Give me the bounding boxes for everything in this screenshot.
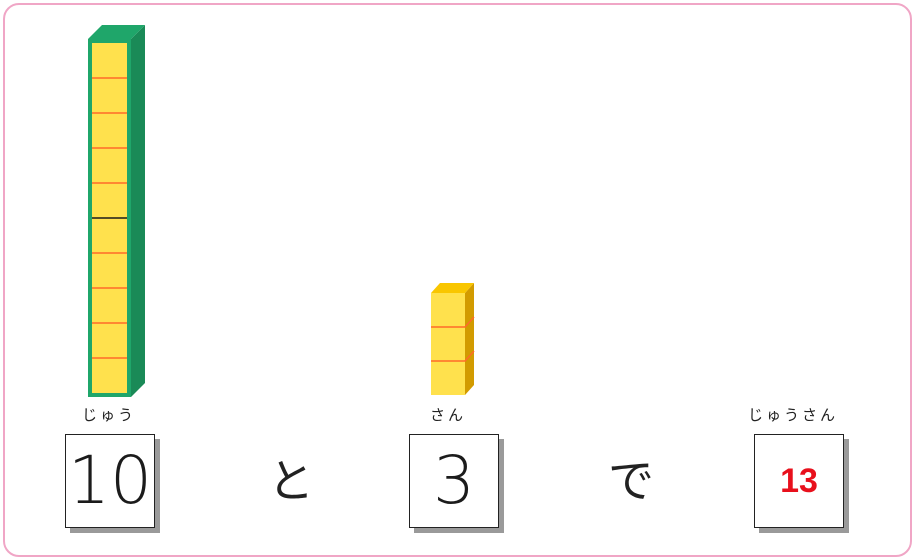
ones-reading: さん bbox=[430, 404, 466, 425]
cubes-side bbox=[465, 283, 474, 395]
with-particle: で bbox=[608, 458, 654, 504]
answer-number: 13 bbox=[780, 464, 818, 498]
tens-box: 10 bbox=[65, 434, 155, 528]
ones-cubes bbox=[431, 283, 474, 395]
tens-number: 10 bbox=[68, 448, 152, 514]
answer-reading: じゅうさん bbox=[748, 404, 838, 425]
rod-unit bbox=[92, 148, 127, 183]
rod-unit bbox=[92, 43, 127, 78]
answer-box: 13 bbox=[754, 434, 844, 528]
ones-box: 3 bbox=[409, 434, 499, 528]
ones-cube bbox=[431, 361, 465, 395]
rod-unit bbox=[92, 78, 127, 113]
ten-rod bbox=[88, 25, 145, 397]
ones-cube bbox=[431, 293, 465, 327]
rod-unit bbox=[92, 183, 127, 218]
ones-number: 3 bbox=[433, 448, 475, 514]
and-particle: と bbox=[268, 458, 314, 504]
rod-unit bbox=[92, 323, 127, 358]
rod-side bbox=[131, 25, 145, 397]
rod-unit bbox=[92, 253, 127, 288]
tens-reading: じゅう bbox=[82, 404, 136, 425]
rod-unit bbox=[92, 113, 127, 148]
ones-cube bbox=[431, 327, 465, 361]
rod-unit bbox=[92, 358, 127, 393]
rod-unit bbox=[92, 288, 127, 323]
rod-unit bbox=[92, 218, 127, 253]
